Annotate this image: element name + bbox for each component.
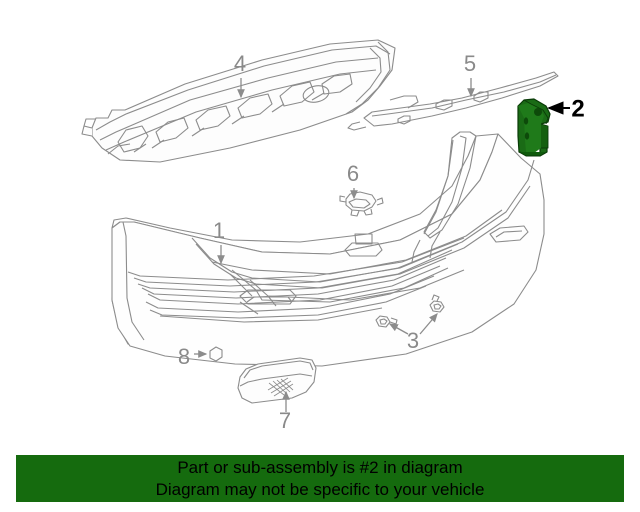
callout-label-2: 2 xyxy=(571,95,584,122)
callout-label-6: 6 xyxy=(347,161,359,186)
part-7-side-pad[interactable] xyxy=(237,357,317,404)
diagram-note-banner: Part or sub-assembly is #2 in diagram Di… xyxy=(16,455,624,502)
part-5-upper-seal[interactable] xyxy=(347,71,559,131)
part-8-grommet[interactable] xyxy=(209,346,223,362)
callout-labels: 1 3 4 5 6 7 8 2 xyxy=(178,51,585,433)
note-line-part-number: Part or sub-assembly is #2 in diagram xyxy=(177,458,463,477)
part-2-side-bracket-highlighted[interactable] xyxy=(517,98,551,157)
part-3-bolt-right[interactable] xyxy=(429,294,445,313)
callout-label-3: 3 xyxy=(407,328,419,353)
part-3-bolt-left[interactable] xyxy=(375,315,398,328)
leader-3-left xyxy=(388,323,409,335)
callout-label-5: 5 xyxy=(464,51,476,76)
part-4-reinforcement-bar[interactable] xyxy=(81,39,396,163)
callout-label-1: 1 xyxy=(213,218,225,243)
callout-label-8: 8 xyxy=(178,344,190,369)
part-1-bumper-cover[interactable] xyxy=(111,131,545,367)
callout-label-7: 7 xyxy=(279,408,291,433)
callout-label-4: 4 xyxy=(234,51,246,76)
leader-3-right xyxy=(419,313,438,335)
callout-leaders xyxy=(194,78,475,412)
note-line-disclaimer: Diagram may not be specific to your vehi… xyxy=(155,480,485,499)
part-6-center-clip[interactable] xyxy=(339,191,384,217)
